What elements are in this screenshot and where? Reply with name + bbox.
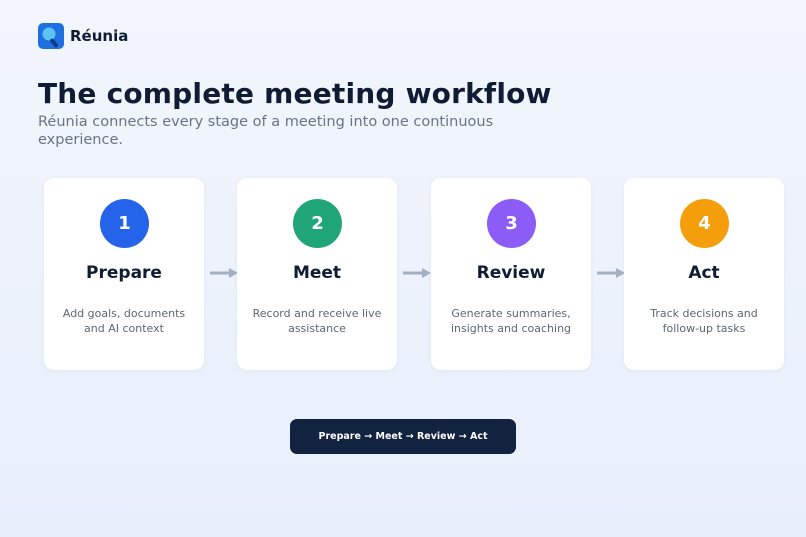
page-title: The complete meeting workflow [38,77,552,110]
step-card-prepare: 1 Prepare Add goals, documents and AI co… [44,178,204,370]
arrow-right-icon [403,268,431,278]
page-subtitle: Réunia connects every stage of a meeting… [38,114,494,148]
step-title: Act [688,263,720,283]
step-title: Meet [292,263,342,283]
step-description: Generate summaries, insights and coachin… [450,307,572,335]
brand: Réunia [38,23,128,49]
step-title: Review [476,263,546,283]
workflow-summary-text: Prepare → Meet → Review → Act [318,431,488,442]
step-number-badge: 3 [487,199,536,248]
step-card-meet: 2 Meet Record and receive live assistanc… [237,178,397,370]
arrow-right-icon [210,268,238,278]
step-number-badge: 2 [293,199,342,248]
step-card-act: 4 Act Track decisions and follow-up task… [624,178,784,370]
step-description: Track decisions and follow-up tasks [650,307,758,335]
step-card-review: 3 Review Generate summaries, insights an… [431,178,591,370]
step-title: Prepare [86,263,162,283]
step-description: Record and receive live assistance [252,307,382,335]
workflow-summary-pill: Prepare → Meet → Review → Act [290,419,516,454]
step-description: Add goals, documents and AI context [62,307,186,335]
magnifier-logo-icon [38,23,64,49]
step-number-badge: 4 [680,199,729,248]
step-number-badge: 1 [100,199,149,248]
arrow-right-icon [597,268,625,278]
brand-name: Réunia [70,27,129,45]
